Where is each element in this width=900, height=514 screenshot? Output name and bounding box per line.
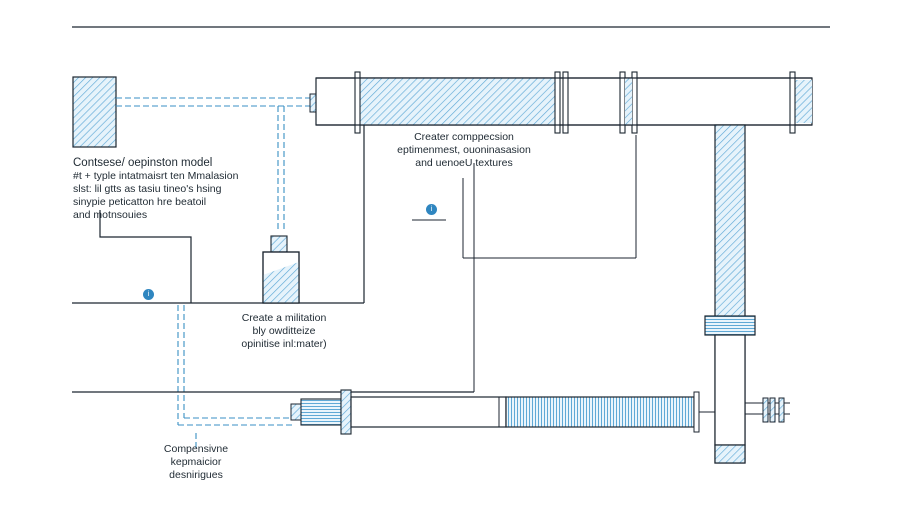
bottom-note-line-1: Compensivne	[163, 443, 229, 455]
lower-connector	[300, 398, 342, 426]
compression-note-line-1: Creater comppecsion	[414, 131, 514, 143]
middle-note-line-1: Create a militation	[241, 312, 327, 324]
tank-note-line-3: slst: lil gtts as tasiu tineo's hsing	[73, 183, 222, 195]
compression-note-line-2: eptimenmest, ouoninasasion	[397, 144, 531, 156]
middle-note-label: Create a militation bly owditteize opini…	[224, 312, 344, 351]
riser-collar	[704, 315, 756, 336]
compression-note-line-3: and uenoeU textures	[415, 157, 513, 169]
main-pipe-hatched-section	[360, 78, 557, 125]
return-dashed-line	[177, 305, 295, 448]
feed-dashed-line	[116, 97, 310, 232]
tank-note-line-1: Contsese/ oepinston model	[73, 157, 213, 169]
middle-vessel-cap	[270, 235, 288, 253]
info-marker-center[interactable]: i	[426, 204, 437, 215]
lower-ribbed-pipe	[505, 396, 695, 428]
lower-coupling	[290, 403, 302, 421]
tank-note-line-4: sinypie peticatton hre beatoil	[73, 196, 207, 208]
compression-bracket-lines	[462, 135, 637, 392]
platform-lines	[72, 125, 365, 304]
tank-note-label: Contsese/ oepinston model #t + typle int…	[73, 157, 238, 222]
tank-block	[72, 76, 117, 148]
bottom-note-line-3: desnirigues	[169, 469, 223, 481]
lower-flange	[340, 389, 352, 435]
middle-note-line-3: opinitise inl:mater)	[241, 338, 327, 350]
bottom-note-label: Compensivne kepmaicior desnirigues	[146, 443, 246, 482]
end-valve	[745, 397, 790, 423]
middle-note-line-2: bly owditteize	[252, 325, 316, 337]
main-pipe-flanges	[354, 71, 796, 134]
bottom-note-line-2: kepmaicior	[170, 456, 222, 468]
compression-note-label: Creater comppecsion eptimenmest, ouonina…	[384, 131, 544, 170]
info-marker-left[interactable]: i	[143, 289, 154, 300]
tank-note-line-2: #t + typle intatmaisrt ten Mmalasion	[73, 170, 239, 182]
tank-note-line-5: and motnsouies	[73, 209, 148, 221]
lower-pipe	[350, 396, 507, 428]
